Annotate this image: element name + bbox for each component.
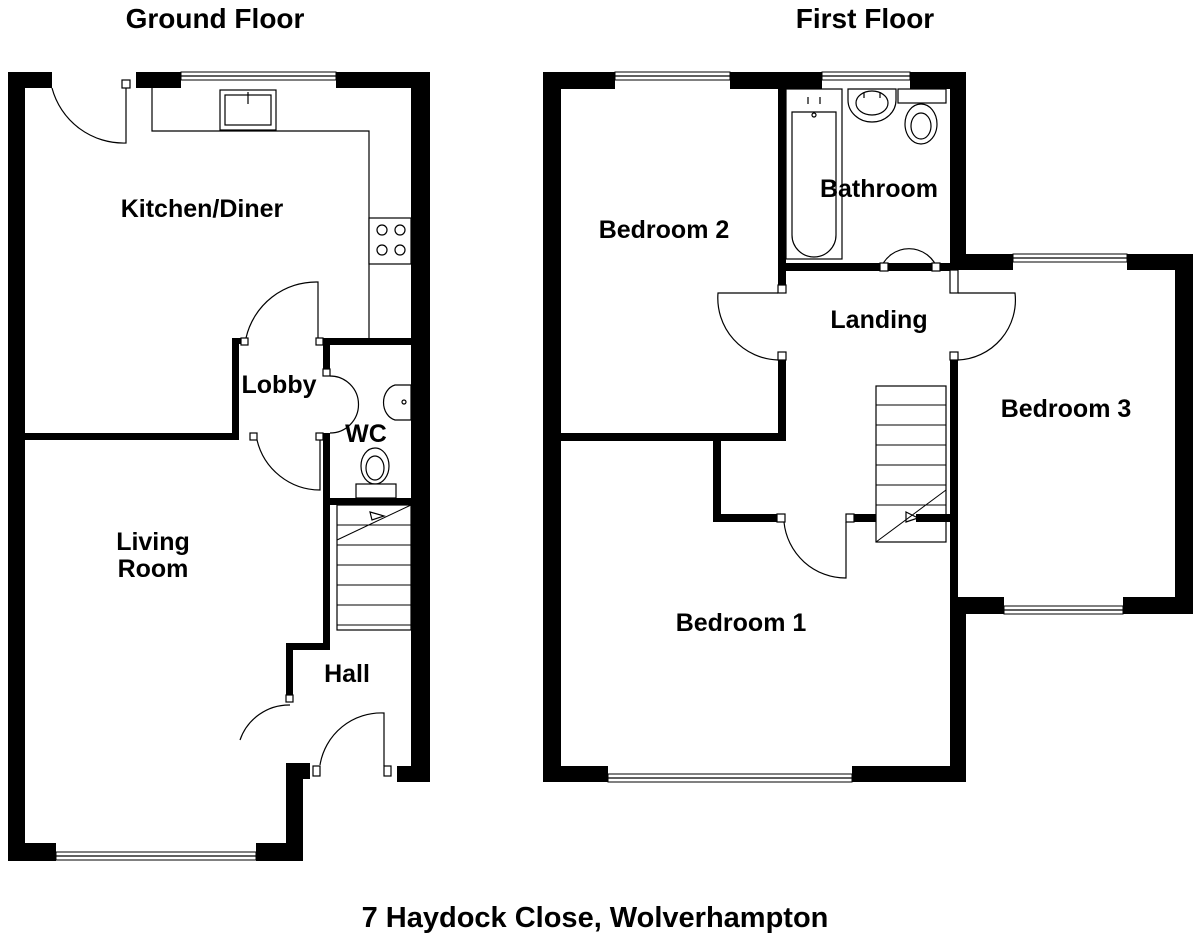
hob-icon: [368, 217, 412, 265]
room-label-hall: Hall: [324, 660, 370, 688]
wc-toilet-icon: [355, 447, 397, 499]
room-label-lobby: Lobby: [242, 371, 317, 399]
bath-icon: [785, 88, 843, 260]
bathroom-toilet-icon: [897, 88, 947, 145]
ground-floor-stairs: [336, 504, 412, 631]
room-label-wc: WC: [345, 420, 387, 448]
ground-floor-heading: Ground Floor: [126, 3, 305, 34]
bedroom-3-door-swing: [957, 292, 1017, 361]
room-label-bedroom-2: Bedroom 2: [599, 216, 730, 244]
living-lobby-door-swing: [256, 439, 321, 491]
room-label-living-room-1: Living: [116, 528, 190, 556]
ground-floor: Kitchen/Diner Lobby WC Living Room Hall: [8, 71, 430, 861]
bedroom-1-door-swing: [783, 521, 847, 579]
back-door-swing: [51, 87, 127, 144]
first-floor-heading: First Floor: [796, 3, 935, 34]
room-label-living-room-2: Room: [118, 555, 189, 583]
kitchen-lobby-door-swing: [245, 281, 319, 339]
bathroom-door-swing: [879, 248, 939, 272]
first-floor-walls: [543, 72, 1193, 782]
address-caption: 7 Haydock Close, Wolverhampton: [362, 902, 829, 934]
bedroom-2-door-swing: [717, 292, 779, 361]
ground-floor-windows: [55, 71, 337, 861]
room-label-bathroom: Bathroom: [820, 175, 938, 203]
wc-basin-icon: [382, 384, 412, 421]
wc-door-swing: [329, 375, 360, 434]
first-floor-windows: [607, 71, 1128, 783]
door-jamb: [121, 79, 131, 89]
room-label-kitchen-diner: Kitchen/Diner: [121, 195, 284, 223]
bathroom-basin-icon: [847, 88, 897, 123]
first-floor-stairs: [875, 385, 947, 543]
ground-floor-walls: [8, 72, 430, 861]
room-label-landing: Landing: [830, 306, 927, 334]
front-door-swing-right: [319, 712, 385, 766]
room-label-bedroom-3: Bedroom 3: [1001, 395, 1132, 423]
kitchen-sink-icon: [219, 89, 277, 131]
first-floor: Bedroom 2 Bathroom Landing Bedroom 3 Bed…: [543, 71, 1193, 783]
room-label-bedroom-1: Bedroom 1: [676, 609, 807, 637]
front-door-swing-left: [239, 704, 291, 741]
